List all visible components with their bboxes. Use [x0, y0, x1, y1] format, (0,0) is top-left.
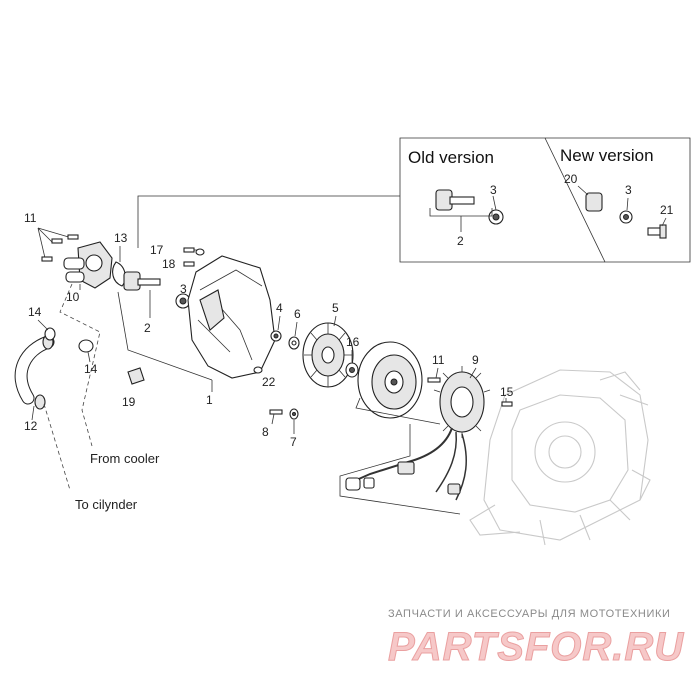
gasket-part-13	[112, 261, 126, 287]
callout-11-left: 11	[24, 211, 37, 225]
callout-7: 7	[290, 435, 297, 449]
callout-1: 1	[206, 393, 213, 407]
inset-new-label-20: 20	[564, 172, 578, 186]
from-cooler-note: From cooler	[90, 451, 160, 466]
nut-part-16	[345, 362, 359, 378]
clamp-part-14-right	[78, 339, 94, 353]
pump-shaft-part-2	[123, 271, 161, 291]
callout-4: 4	[276, 301, 283, 315]
callout-18: 18	[162, 257, 176, 271]
callout-14-left: 14	[28, 305, 42, 319]
engine-cover-part-1	[187, 255, 276, 379]
screws-11-left	[37, 227, 79, 262]
inset-old-label-2: 2	[457, 234, 464, 248]
callout-10: 10	[66, 290, 80, 304]
version-inset-box: Old version New version 3 2 20 3 21	[399, 137, 691, 263]
flywheel-rotor	[357, 341, 423, 419]
callout-2: 2	[144, 321, 151, 335]
callout-11-right: 11	[432, 353, 445, 367]
washer-part-7	[289, 408, 299, 420]
wiring-harness	[345, 427, 467, 501]
callout-9: 9	[472, 353, 479, 367]
inset-old-label-3: 3	[490, 183, 497, 197]
callout-16: 16	[346, 335, 360, 349]
callout-8: 8	[262, 425, 269, 439]
bracket-part-19	[127, 367, 145, 385]
partsfor-watermark: ЗАПЧАСТИ И АКСЕССУАРЫ ДЛЯ МОТОТЕХНИКИ PA…	[388, 608, 684, 670]
callout-22: 22	[262, 375, 276, 389]
old-pump-shaft-part	[435, 189, 504, 225]
washer-part-6	[288, 336, 300, 350]
bolt-part-15	[501, 401, 513, 407]
watermark-brand: PARTSFOR.RU	[388, 625, 684, 669]
callout-17: 17	[150, 243, 164, 257]
clamp-part-14-left	[44, 327, 56, 341]
old-version-title: Old version	[408, 148, 494, 167]
callout-5: 5	[332, 301, 339, 315]
fan-part-5	[302, 322, 354, 388]
inset-new-label-21: 21	[660, 203, 674, 217]
watermark-tagline: ЗАПЧАСТИ И АКСЕССУАРЫ ДЛЯ МОТОТЕХНИКИ	[388, 608, 670, 620]
nut-part-4	[270, 330, 282, 342]
pump-cover-part-10	[63, 241, 113, 289]
engine-crankcase-ghost	[469, 369, 651, 546]
stator-part-9	[433, 366, 491, 438]
callout-3: 3	[180, 282, 187, 296]
to-cylinder-note: To cilyndеr	[75, 497, 138, 512]
new-pump-parts	[585, 192, 667, 239]
pin-part-22	[253, 366, 263, 374]
callout-14-right: 14	[84, 362, 98, 376]
screw-part-11-right	[427, 377, 441, 383]
callout-12: 12	[24, 419, 38, 433]
new-version-title: New version	[560, 146, 654, 165]
callout-19: 19	[122, 395, 136, 409]
screw-part-8	[269, 409, 283, 415]
inset-new-label-3: 3	[625, 183, 632, 197]
screws-17-18	[183, 247, 205, 267]
hose-part-12	[14, 334, 55, 410]
callout-6: 6	[294, 307, 301, 321]
callout-15: 15	[500, 385, 514, 399]
callout-13: 13	[114, 231, 128, 245]
